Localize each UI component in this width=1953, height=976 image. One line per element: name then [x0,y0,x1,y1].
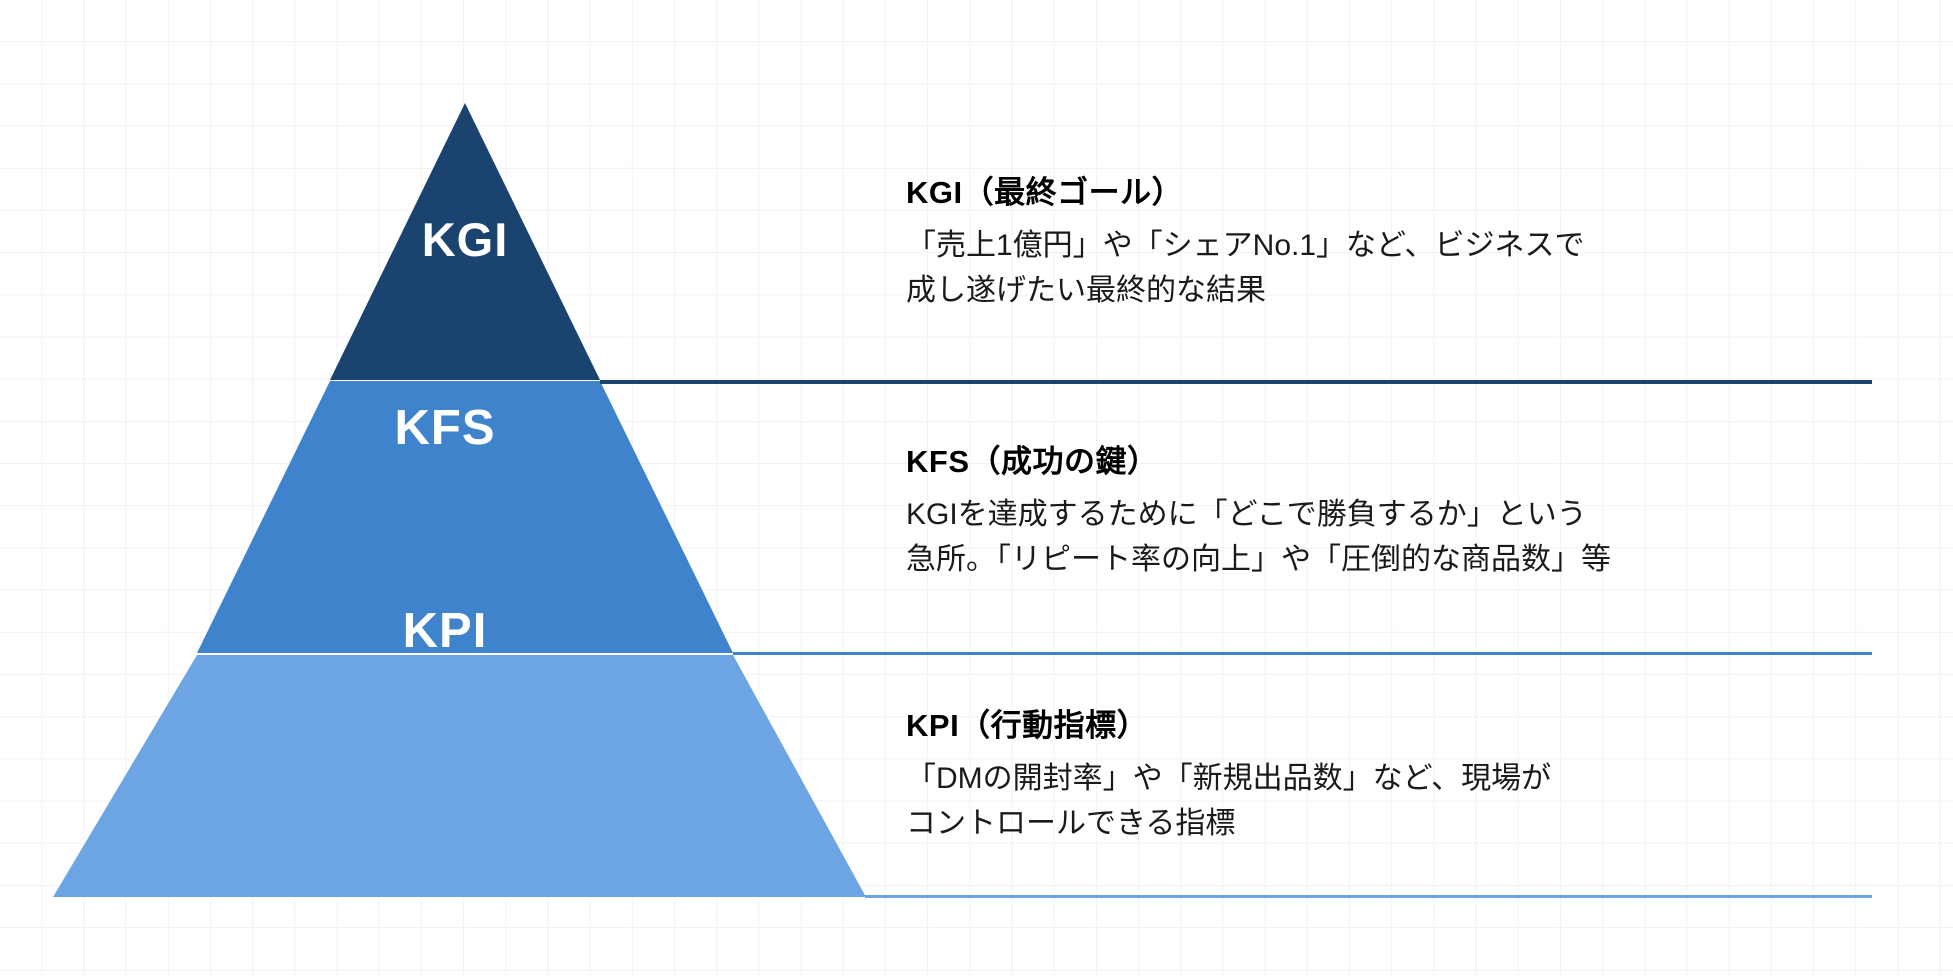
pyramid-label-kgi: KGI [421,213,509,266]
description-line: 「DMの開封率」や「新規出品数」など、現場が [906,761,1552,795]
description-line: コントロールできる指標 [906,807,1236,841]
description-block-kgi: KGI（最終ゴール） 「売上1億円」や「シェアNo.1」など、ビジネスで 成し遂… [906,174,1906,314]
pyramid-label-kfs: KFS [394,401,496,455]
divider-rule-kgi [600,380,1872,384]
description-line: KGIを達成するために「どこで勝負するか」という [906,497,1587,531]
description-block-kpi: KPI（行動指標） 「DMの開封率」や「新規出品数」など、現場が コントロールで… [906,707,1906,847]
description-line: 「売上1億円」や「シェアNo.1」など、ビジネスで [906,228,1585,262]
pyramid-tier-kpi [53,655,866,897]
description-heading-kpi: KPI（行動指標） [906,708,1149,743]
divider-rule-kfs [733,652,1872,655]
description-heading-kgi: KGI（最終ゴール） [906,175,1184,210]
description-block-kfs: KFS（成功の鍵） KGIを達成するために「どこで勝負するか」という 急所。「リ… [906,443,1906,583]
description-line: 急所。「リピート率の向上」や「圧倒的な商品数」等 [906,543,1611,577]
divider-rule-kpi [865,895,1872,898]
pyramid-label-kpi: KPI [402,604,488,658]
description-line: 成し遂げたい最終的な結果 [906,274,1266,308]
description-heading-kfs: KFS（成功の鍵） [906,444,1159,479]
